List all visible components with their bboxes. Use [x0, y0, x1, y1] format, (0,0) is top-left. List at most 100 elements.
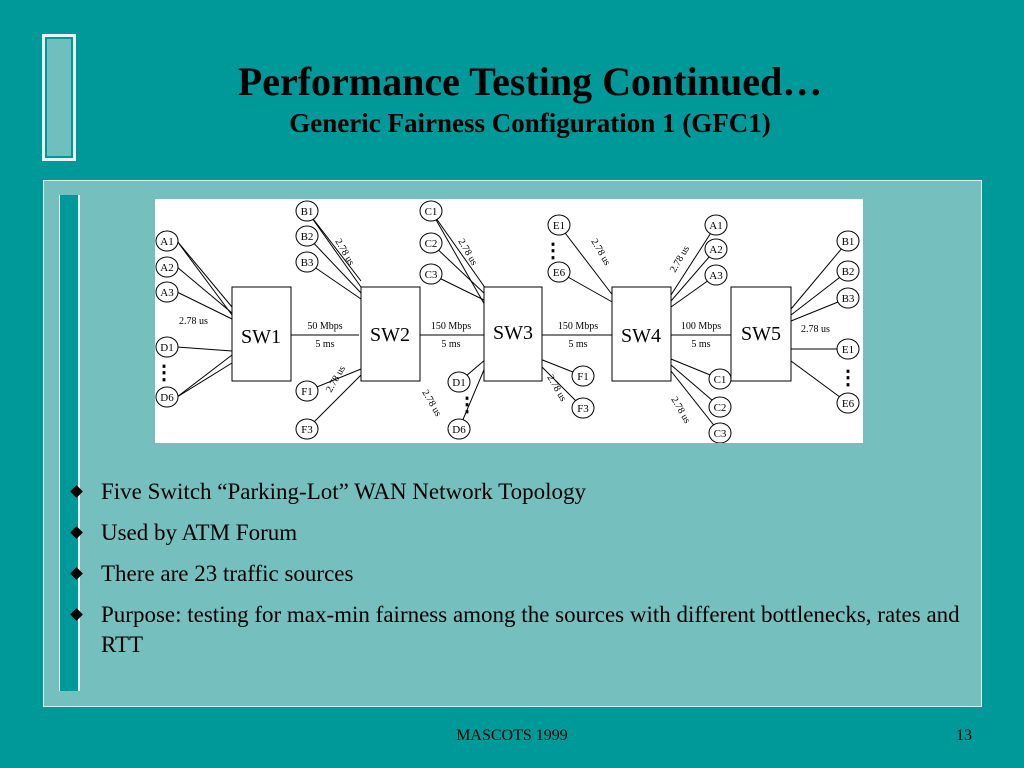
delay-label-sw4-top-left: 2.78 us: [588, 237, 612, 268]
source-node-label: A2: [709, 244, 722, 256]
source-node-label: C1: [425, 206, 438, 218]
delay-label-sw5: 2.78 us: [801, 324, 830, 335]
link-rate-2: 150 Mbps: [431, 321, 471, 332]
source-node-label: A1: [160, 236, 173, 248]
slide-title: Performance Testing Continued…: [237, 59, 823, 104]
topology-diagram: SW1 SW2 SW3 SW4 SW5 50 Mbps 5 ms 150 Mbp…: [154, 200, 860, 444]
switch-box-5: [730, 286, 792, 382]
source-node-circle: [836, 287, 860, 309]
source-node-circle: [547, 261, 571, 283]
title-block: Performance Testing Continued… Generic F…: [120, 58, 940, 140]
source-node-label: E1: [842, 344, 854, 356]
source-node-label: F3: [577, 403, 589, 415]
bullet-text: There are 23 traffic sources: [101, 561, 354, 586]
ellipsis-marks: ⋮ ⋮ ⋮ ⋮: [154, 240, 858, 416]
source-node-circle: [708, 368, 732, 390]
source-node-circle: [447, 418, 471, 440]
switch-box-1: [231, 286, 292, 382]
switch-box-4: [611, 286, 672, 382]
link-delay-1: 5 ms: [315, 339, 334, 350]
delay-label-sw3-bottom-right: 2.78 us: [544, 373, 568, 404]
link-rate-3: 150 Mbps: [558, 321, 598, 332]
source-node-label: D6: [452, 424, 466, 436]
ellipsis-sw4: ⋮: [543, 240, 563, 262]
source-node-circle: [155, 386, 179, 408]
diamond-bullet-icon: [70, 567, 83, 580]
source-node-circle: [155, 336, 179, 358]
source-node-circle: [155, 281, 179, 303]
source-node-label: B3: [301, 257, 314, 269]
source-node-circle: [155, 230, 179, 252]
source-node-circle: [295, 418, 319, 440]
source-node-label: E6: [553, 267, 566, 279]
network-topology-figure: SW1 SW2 SW3 SW4 SW5 50 Mbps 5 ms 150 Mbp…: [154, 199, 863, 444]
source-node-circle: [836, 230, 860, 252]
switch-box-3: [483, 286, 543, 382]
bullet-text: Five Switch “Parking-Lot” WAN Network To…: [101, 479, 586, 504]
source-node-label: A1: [709, 220, 722, 232]
source-node-label: D1: [160, 342, 173, 354]
link-rate-4: 100 Mbps: [681, 321, 721, 332]
link-delay-3: 5 ms: [568, 339, 587, 350]
source-node-label: D1: [452, 377, 465, 389]
source-node-circle: [836, 392, 860, 414]
content-panel: SW1 SW2 SW3 SW4 SW5 50 Mbps 5 ms 150 Mbp…: [43, 180, 982, 707]
source-node-circle: [419, 200, 443, 222]
diagram-links: [176, 210, 849, 434]
source-node-label: C1: [714, 374, 727, 386]
source-node-circle: [447, 371, 471, 393]
source-node-circle: [708, 396, 732, 418]
bullet-item: Purpose: testing for max-min fairness am…: [68, 600, 968, 660]
source-node-circle: [295, 200, 319, 222]
switch-label-1: SW1: [241, 326, 281, 348]
ellipsis-sw5: ⋮: [838, 367, 858, 389]
source-node-label: E6: [842, 398, 855, 410]
source-node-circle: [295, 225, 319, 247]
source-node-label: E1: [553, 220, 565, 232]
link-delay-2: 5 ms: [441, 339, 460, 350]
source-node-circle: [295, 251, 319, 273]
delay-label-sw3-top: 2.78 us: [455, 237, 479, 268]
source-node-circle: [571, 365, 595, 387]
source-node-label: C3: [425, 269, 438, 281]
ellipsis-sw3: ⋮: [457, 394, 477, 416]
source-node-label: B3: [842, 293, 855, 305]
bullet-list: Five Switch “Parking-Lot” WAN Network To…: [68, 477, 968, 671]
source-node-label: C2: [714, 402, 727, 414]
bullet-item: Used by ATM Forum: [68, 518, 968, 548]
source-node-label: F3: [301, 424, 313, 436]
slide-subtitle: Generic Fairness Configuration 1 (GFC1): [289, 108, 771, 138]
switch-box-2: [360, 286, 421, 382]
switch-label-3: SW3: [493, 322, 533, 344]
switch-label-5: SW5: [741, 323, 781, 345]
bullet-item: Five Switch “Parking-Lot” WAN Network To…: [68, 477, 968, 507]
delay-label-sw4-bottom: 2.78 us: [668, 395, 692, 426]
source-node-circle: [295, 380, 319, 402]
source-node-circle: [836, 260, 860, 282]
decorative-left-bar: [59, 195, 80, 691]
source-node-circle: [704, 238, 728, 260]
source-node-circle: [155, 256, 179, 278]
link-delay-4: 5 ms: [691, 339, 710, 350]
source-node-label: A2: [160, 262, 173, 274]
source-node-label: C2: [425, 238, 438, 250]
delay-label-sw3-bottom-left: 2.78 us: [419, 388, 443, 419]
bullet-text: Purpose: testing for max-min fairness am…: [101, 602, 960, 657]
bullet-text: Used by ATM Forum: [101, 520, 298, 545]
footer-text: MASCOTS 1999: [456, 727, 568, 744]
decorative-top-bar: [42, 34, 76, 161]
page-number: 13: [956, 727, 972, 744]
ellipsis-sw1: ⋮: [155, 362, 174, 384]
source-node-circle: [547, 214, 571, 236]
delay-label-sw2-bottom: 2.78 us: [324, 364, 348, 395]
link-rate-1: 50 Mbps: [307, 321, 342, 332]
diamond-bullet-icon: [70, 526, 83, 539]
source-node-circle: [419, 263, 443, 285]
bullet-item: There are 23 traffic sources: [68, 559, 968, 589]
switch-label-2: SW2: [370, 324, 410, 346]
delay-label-sw1: 2.78 us: [179, 316, 208, 327]
source-node-label: A3: [709, 270, 723, 282]
source-node-circle: [704, 264, 728, 286]
source-node-label: F1: [301, 386, 313, 398]
switch-labels: SW1 SW2 SW3 SW4 SW5: [241, 322, 781, 348]
